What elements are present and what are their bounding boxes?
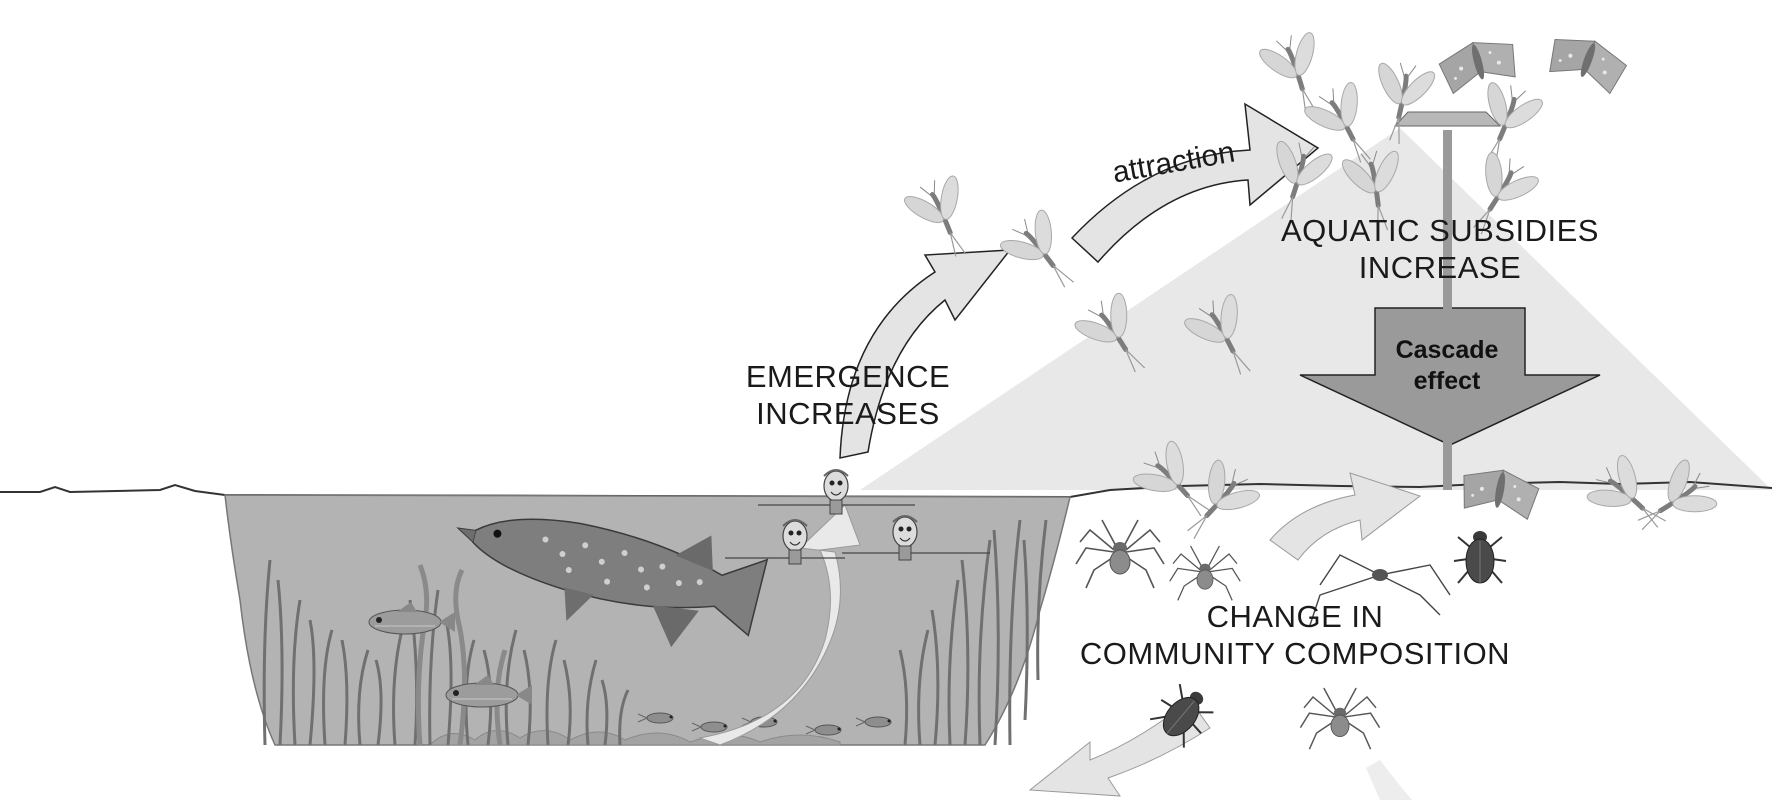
cascade-label-line1: Cascade [1395,336,1499,364]
pond-vegetation-right [898,519,1048,746]
community-label-line2: COMMUNITY COMPOSITION [1079,636,1511,672]
emergence-label: EMERGENCE INCREASES [728,358,968,432]
community-arrow-faint [1366,760,1412,800]
pond-water [224,494,1071,746]
beetle-icon [1453,530,1507,584]
spider-icon [1169,545,1241,602]
emergence-label-line2: INCREASES [756,396,940,432]
cascade-label-line2: effect [1413,367,1481,396]
light-cone [860,128,1772,490]
cascade-effect-label: Cascade effect [1372,335,1522,398]
harvestman-icon [1309,554,1451,626]
moth-icon [1543,27,1632,97]
moth-icon [1435,32,1522,96]
emergence-arrow [839,249,1012,459]
spider-icon [1299,687,1381,750]
aquatic-subsidies-label: AQUATIC SUBSIDIES INCREASE [1250,212,1630,286]
ground-surface [0,480,1772,499]
community-composition-label: CHANGE IN COMMUNITY COMPOSITION [1045,598,1545,672]
community-arrow-up [1269,472,1422,561]
pond-vegetation-left [262,559,630,746]
aquatic-subsidies-line2: INCREASE [1358,250,1522,286]
attraction-arrow [1070,102,1320,264]
mayfly-icon [1252,26,1342,124]
mayfly-icon [993,202,1096,306]
community-label-line1: CHANGE IN [1206,599,1384,634]
emergence-label-line1: EMERGENCE [745,359,951,394]
aquatic-subsidies-line1: AQUATIC SUBSIDIES [1281,213,1599,248]
pike-fish-icon [456,518,769,648]
spider-icon [1075,519,1165,589]
street-lamp-icon [1393,111,1502,490]
